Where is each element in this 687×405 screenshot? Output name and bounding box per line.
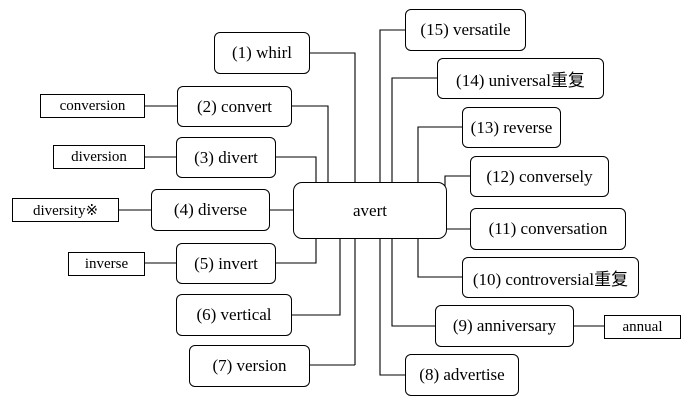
leaf-diversion: diversion <box>53 145 145 169</box>
node-n14: (14) universal重复 <box>437 58 604 99</box>
node-n12: (12) conversely <box>470 156 609 197</box>
connector-n3 <box>276 156 317 183</box>
center-node: avert <box>293 182 447 239</box>
connector-n13 <box>417 126 462 183</box>
leaf-conversion: conversion <box>40 94 145 118</box>
leaf-diversity: diversity※ <box>12 198 119 222</box>
node-n7: (7) version <box>189 345 310 387</box>
node-n15: (15) versatile <box>405 9 526 51</box>
node-n6: (6) vertical <box>176 294 292 336</box>
node-n1: (1) whirl <box>214 32 310 74</box>
node-n13: (13) reverse <box>462 107 561 148</box>
connector-n10 <box>417 238 462 278</box>
connector-n2 <box>292 105 329 183</box>
node-n2: (2) convert <box>177 86 292 127</box>
node-n3: (3) divert <box>176 137 276 178</box>
node-n8: (8) advertise <box>405 354 519 396</box>
node-n5: (5) invert <box>176 243 276 284</box>
connector-n12 <box>444 175 470 195</box>
connector-n5 <box>276 238 317 264</box>
node-n10: (10) controversial重复 <box>462 257 639 298</box>
leaf-inverse: inverse <box>68 252 145 276</box>
node-n9: (9) anniversary <box>435 305 574 347</box>
node-n4: (4) diverse <box>151 189 270 231</box>
leaf-annual: annual <box>604 315 681 339</box>
connector-n6 <box>292 238 341 316</box>
node-n11: (11) conversation <box>470 208 626 250</box>
connector-n1 <box>310 52 356 365</box>
